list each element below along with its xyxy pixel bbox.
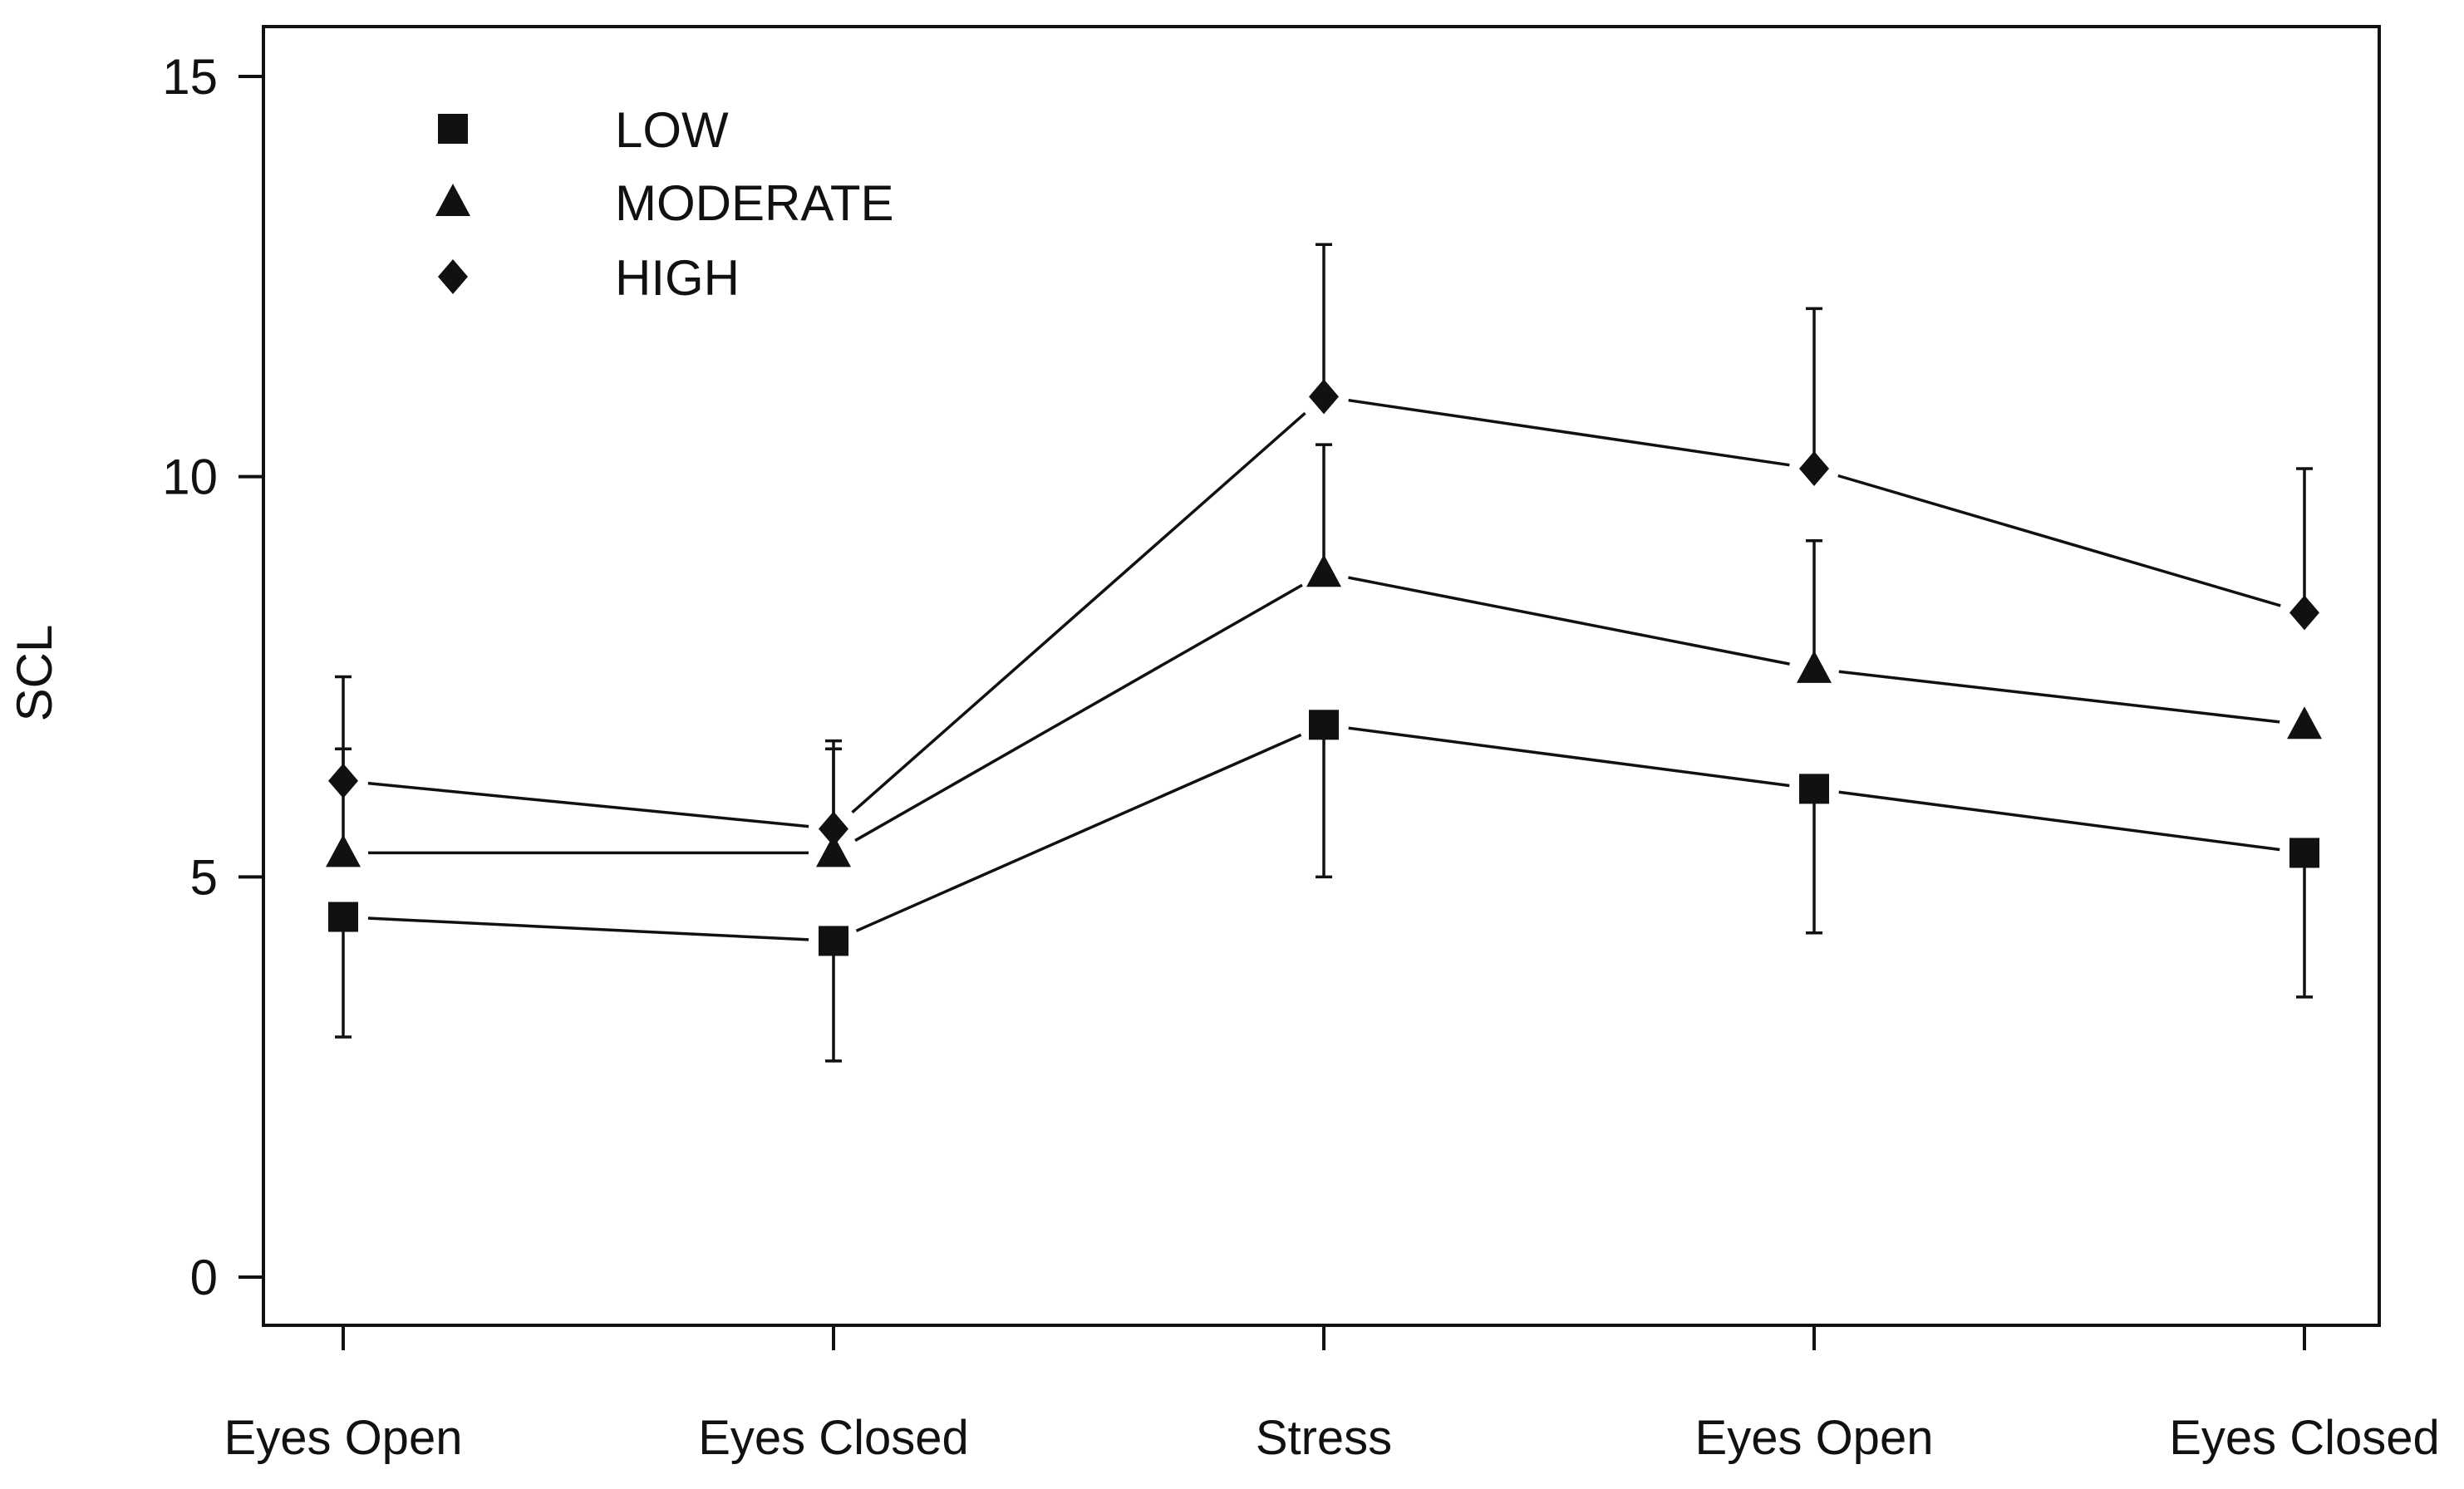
x-category-label: Eyes Closed: [698, 1411, 969, 1465]
data-point-square: [2289, 838, 2319, 868]
x-category-label: Eyes Closed: [2169, 1411, 2440, 1465]
data-point-diamond: [1309, 379, 1339, 415]
legend-label: MODERATE: [615, 175, 894, 231]
series-line-segment: [1348, 576, 1790, 666]
legend-item-low: LOW: [438, 102, 729, 158]
series-line-segment: [1837, 474, 2281, 607]
series-line-segment: [1348, 398, 1790, 467]
series-line-segment: [1838, 790, 2280, 852]
series-line-segment: [855, 733, 1302, 932]
data-point-triangle: [816, 834, 851, 867]
y-axis: 0 5 10 15: [162, 49, 263, 1305]
legend-label: LOW: [615, 102, 729, 158]
data-point-diamond: [328, 763, 358, 799]
y-tick-label: 15: [162, 49, 218, 105]
series-line-segment: [367, 781, 809, 828]
y-tick-label: 0: [190, 1250, 218, 1305]
legend: LOW MODERATE HIGH: [435, 102, 894, 306]
legend-item-high: HIGH: [438, 250, 740, 306]
data-point-diamond: [819, 811, 848, 847]
series-line-segment: [851, 411, 1306, 814]
plot-frame: [262, 25, 2381, 1327]
data-point-square: [1799, 774, 1829, 804]
series-low: [328, 710, 2319, 1063]
x-category-label: Eyes Open: [1695, 1411, 1934, 1465]
legend-marker-square: [438, 114, 468, 144]
legend-label: HIGH: [615, 250, 740, 306]
data-point-triangle: [1797, 650, 1832, 683]
legend-item-moderate: MODERATE: [435, 175, 894, 231]
series-layer: [326, 243, 2322, 1063]
data-point-square: [1309, 710, 1339, 740]
data-point-square: [819, 926, 848, 956]
legend-marker-diamond: [438, 259, 468, 294]
series-line-segment: [854, 583, 1303, 843]
y-tick-label: 5: [190, 849, 218, 905]
data-point-diamond: [2289, 595, 2319, 631]
series-moderate: [326, 443, 2322, 867]
data-point-triangle: [1306, 554, 1341, 587]
series-high: [328, 243, 2319, 847]
y-axis-title: SCL: [7, 625, 62, 722]
data-point-triangle: [2287, 706, 2322, 740]
legend-marker-triangle: [435, 184, 470, 216]
data-point-triangle: [326, 834, 361, 867]
series-line-segment: [1838, 670, 2280, 724]
data-point-diamond: [1799, 451, 1829, 487]
x-category-label: Stress: [1256, 1411, 1392, 1465]
y-tick-label: 10: [162, 450, 218, 505]
series-line-segment: [1348, 726, 1790, 788]
series-line-segment: [367, 916, 809, 941]
x-category-label: Eyes Open: [224, 1411, 463, 1465]
x-axis: Eyes Open Eyes Closed Stress Eyes Open Eyes …: [224, 1325, 2440, 1465]
data-point-square: [328, 902, 358, 932]
